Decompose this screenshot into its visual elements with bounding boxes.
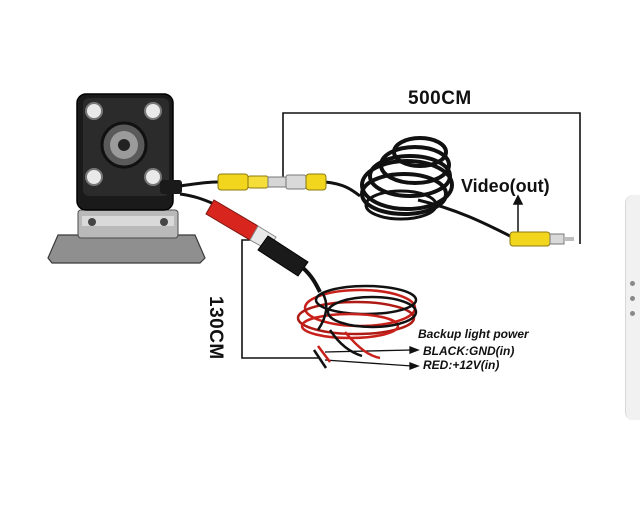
rca-video-out bbox=[509, 231, 574, 247]
red-wire-label: RED:+12V(in) bbox=[423, 358, 500, 372]
video-cable bbox=[179, 136, 513, 239]
power-cable bbox=[179, 192, 215, 206]
wire-bundle bbox=[296, 284, 418, 369]
video-cable-length-label: 500CM bbox=[408, 88, 472, 109]
rca-yellow-male bbox=[285, 173, 327, 191]
mounting-bracket bbox=[47, 209, 206, 264]
backup-camera-icon bbox=[76, 93, 182, 211]
black-wire-label: BLACK:GND(in) bbox=[423, 344, 515, 358]
power-cable-length-label: 130CM bbox=[205, 296, 226, 360]
dimension-line-500cm bbox=[282, 112, 581, 244]
video-out-arrow bbox=[512, 194, 524, 232]
power-plug-black bbox=[257, 235, 322, 293]
backup-light-power-label: Backup light power bbox=[418, 327, 529, 341]
side-menu-handle[interactable] bbox=[625, 195, 640, 420]
video-out-label: Video(out) bbox=[461, 176, 550, 196]
rca-yellow-female bbox=[217, 173, 287, 191]
wire-arrows bbox=[324, 346, 420, 370]
